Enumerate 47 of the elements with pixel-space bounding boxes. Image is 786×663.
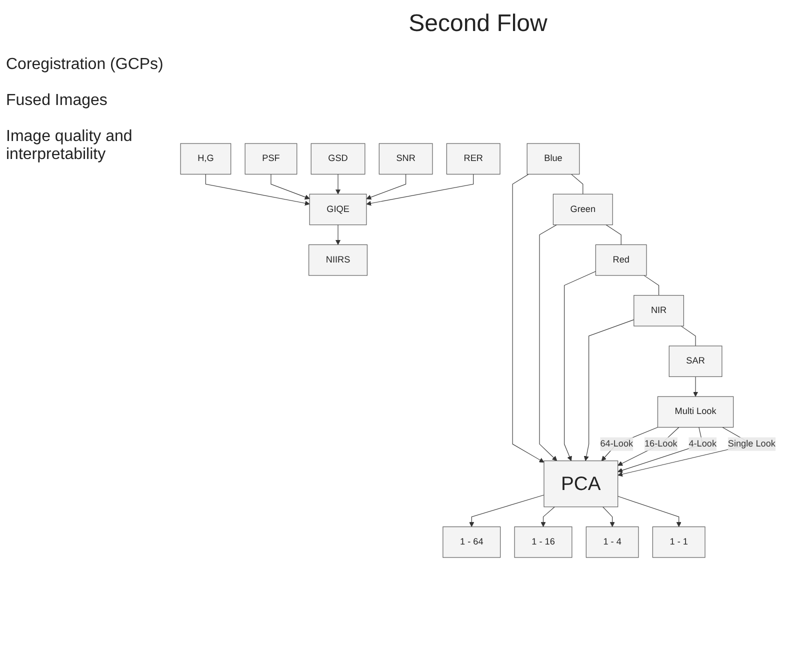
side-label: Coregistration (GCPs) [6, 56, 164, 74]
arrow [336, 224, 341, 245]
node-box: NIIRS [308, 244, 368, 276]
side-label: Fused Images [6, 92, 108, 110]
node-box: RER [446, 143, 500, 174]
node-box: 1 - 16 [514, 526, 572, 558]
node-box: GSD [310, 143, 366, 174]
arrow [618, 496, 682, 527]
diagram-title: Second Flow [408, 10, 548, 38]
arrow [540, 506, 555, 527]
arrow [336, 174, 341, 194]
node-box: PSF [244, 143, 298, 174]
connector [644, 275, 660, 296]
arrow [602, 506, 615, 527]
arrow [618, 426, 703, 473]
connector [680, 326, 696, 346]
edge-label: 16-Look [644, 438, 678, 449]
arrow [618, 426, 680, 466]
arrow [584, 319, 634, 462]
arrow [205, 174, 310, 206]
node-box: Red [595, 244, 647, 276]
side-label: Image quality and interpretability [6, 128, 134, 164]
arrow [564, 271, 596, 462]
edge-label: Single Look [728, 438, 776, 449]
edge-label: 4-Look [688, 438, 717, 449]
arrow [512, 174, 544, 463]
arrow [539, 224, 558, 462]
node-box: PCA [544, 460, 618, 508]
node-box: 1 - 1 [652, 526, 706, 558]
node-box: 1 - 4 [586, 526, 639, 558]
arrow [366, 174, 406, 200]
edge-label: 64-Look [600, 438, 634, 449]
connector [570, 174, 584, 194]
node-box: SAR [668, 346, 722, 377]
node-box: SNR [378, 143, 433, 174]
node-box: H,G [180, 143, 232, 174]
node-box: GIQE [309, 194, 367, 226]
arrow [270, 174, 310, 200]
arrow [366, 174, 474, 206]
node-box: Multi Look [657, 396, 734, 428]
node-box: Green [552, 194, 613, 226]
connector [606, 224, 622, 246]
node-box: Blue [526, 143, 580, 174]
node-box: 1 - 64 [442, 526, 501, 558]
node-box: NIR [634, 295, 684, 326]
arrow [693, 376, 698, 397]
arrow [469, 494, 544, 527]
